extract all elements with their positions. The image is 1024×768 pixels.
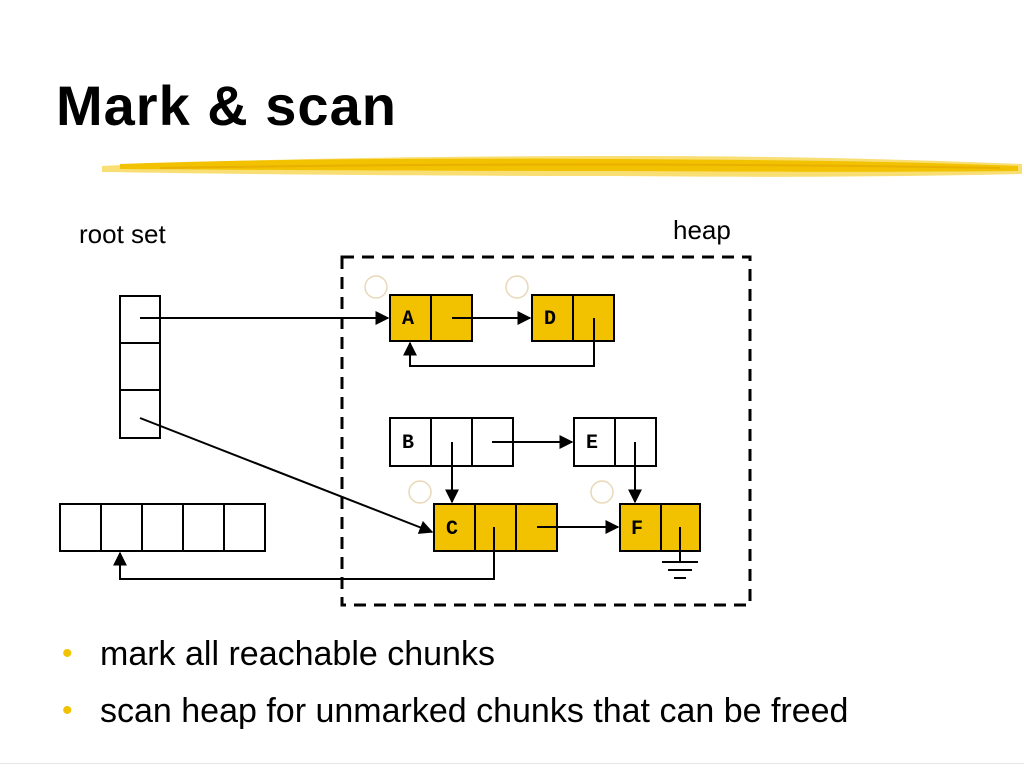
root-slot-1 xyxy=(119,295,161,344)
node-f-head xyxy=(619,503,662,552)
mark-bits xyxy=(364,275,614,504)
edge-c-to-freelist xyxy=(113,527,495,580)
edge-d-to-a xyxy=(403,318,595,367)
root-set-label: root set xyxy=(79,219,166,249)
node-a xyxy=(389,294,473,342)
bullet-list: • mark all reachable chunks • scan heap fo… xyxy=(62,634,848,748)
mark-bit-d xyxy=(505,275,529,299)
mark-bit-f xyxy=(590,480,614,504)
bullet-text: scan heap for unmarked chunks that can b… xyxy=(100,692,849,730)
node-e-head xyxy=(573,417,616,467)
node-a-head xyxy=(389,294,432,342)
node-f xyxy=(619,503,701,552)
heap-label: heap xyxy=(673,215,731,245)
free-slot-5 xyxy=(223,503,266,552)
node-c-ptr2 xyxy=(515,503,558,552)
node-e-label: E xyxy=(586,432,598,455)
free-slot-4 xyxy=(182,503,225,552)
node-b-head xyxy=(389,417,432,467)
node-d-label: D xyxy=(544,308,556,331)
footer-divider xyxy=(0,763,1024,764)
node-c-ptr1 xyxy=(474,503,517,552)
free-list xyxy=(59,503,266,552)
bullet-item: • scan heap for unmarked chunks that can … xyxy=(62,691,848,731)
free-slot-3 xyxy=(141,503,184,552)
node-a-label: A xyxy=(402,308,414,331)
root-set-stack xyxy=(119,295,161,439)
bullet-dot-icon: • xyxy=(62,694,73,727)
node-c xyxy=(433,503,558,552)
mark-bit-c xyxy=(408,480,432,504)
slide-title: Mark & scan xyxy=(56,74,397,137)
node-d-head xyxy=(531,294,574,342)
free-slot-1 xyxy=(59,503,102,552)
node-f-label: F xyxy=(631,518,643,541)
null-ground-icon xyxy=(662,527,698,579)
root-slot-3 xyxy=(119,389,161,439)
bullet-dot-icon: • xyxy=(62,637,73,670)
free-slot-2 xyxy=(100,503,143,552)
mark-bit-a xyxy=(364,275,388,299)
node-b-label: B xyxy=(402,432,414,455)
bullet-item: • mark all reachable chunks xyxy=(62,634,848,674)
node-c-head xyxy=(433,503,476,552)
title-underline xyxy=(102,156,1022,177)
root-slot-2 xyxy=(119,342,161,391)
bullet-text: mark all reachable chunks xyxy=(100,635,495,673)
edge-root3-to-c xyxy=(139,417,434,534)
node-c-label: C xyxy=(446,518,458,541)
heap-boundary xyxy=(340,255,752,607)
